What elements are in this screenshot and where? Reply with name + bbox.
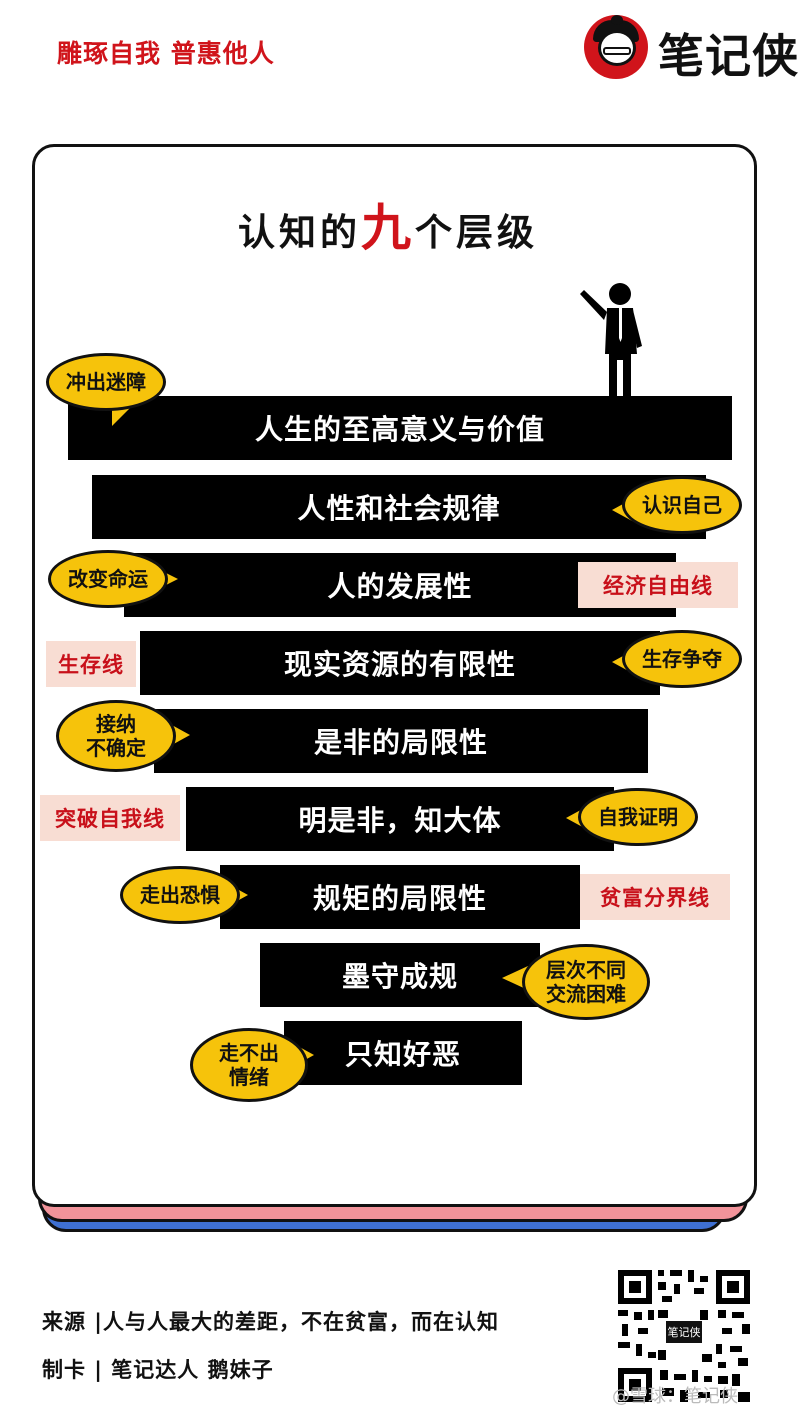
level-bar-2: 墨守成规 — [260, 943, 540, 1007]
brand-name: 笔记侠 — [658, 29, 799, 83]
level-bar-6: 现实资源的有限性 — [140, 631, 660, 695]
tag-pinfu-fenjie: 贫富分界线 — [580, 874, 730, 920]
bubble-chongchu-mizhang: 冲出迷障 — [46, 353, 166, 411]
title-suffix: 个层级 — [415, 211, 538, 254]
bubble-renshi-ziji: 认识自己 — [622, 476, 742, 534]
footer-maker: 制卡 | 笔记达人 鹅妹子 — [42, 1358, 274, 1382]
bubble-cengci-butong: 层次不同 交流困难 — [522, 944, 650, 1020]
watermark: @雪球：笔记侠 — [612, 1386, 738, 1407]
level-bar-1: 只知好恶 — [284, 1021, 522, 1085]
bubble-ziwo-zhengming: 自我证明 — [578, 788, 698, 846]
card-title: 认知的九个层级 — [238, 188, 538, 260]
footer-source: 来源 |人与人最大的差距，不在贫富，而在认知 — [42, 1310, 499, 1334]
level-bar-4: 明是非，知大体 — [186, 787, 614, 851]
bubble-shengcun-zhengduo: 生存争夺 — [622, 630, 742, 688]
bubble-zouchu-kongju: 走出恐惧 — [120, 866, 240, 924]
title-highlight: 九 — [361, 199, 415, 257]
level-bar-3: 规矩的局限性 — [220, 865, 580, 929]
standing-man-icon — [580, 283, 642, 398]
tag-jingji-ziyou: 经济自由线 — [578, 562, 738, 608]
title-prefix: 认知的 — [238, 211, 361, 254]
level-bar-5: 是非的局限性 — [154, 709, 648, 773]
tag-shengcun: 生存线 — [46, 641, 136, 687]
tag-tupo-ziwo: 突破自我线 — [40, 795, 180, 841]
bubble-gaibian-mingyun: 改变命运 — [48, 550, 168, 608]
level-bar-8: 人性和社会规律 — [92, 475, 706, 539]
bubble-zoubuchu-qingxu: 走不出 情绪 — [190, 1028, 308, 1102]
bubble-jiena-buqueding: 接纳 不确定 — [56, 700, 176, 772]
level-bar-9: 人生的至高意义与价值 — [68, 396, 732, 460]
brand-logo-icon — [584, 15, 648, 79]
slogan: 雕琢自我 普惠他人 — [57, 39, 275, 68]
qr-center-label: 笔记侠 — [666, 1321, 702, 1343]
qr-code-icon — [614, 1266, 754, 1406]
